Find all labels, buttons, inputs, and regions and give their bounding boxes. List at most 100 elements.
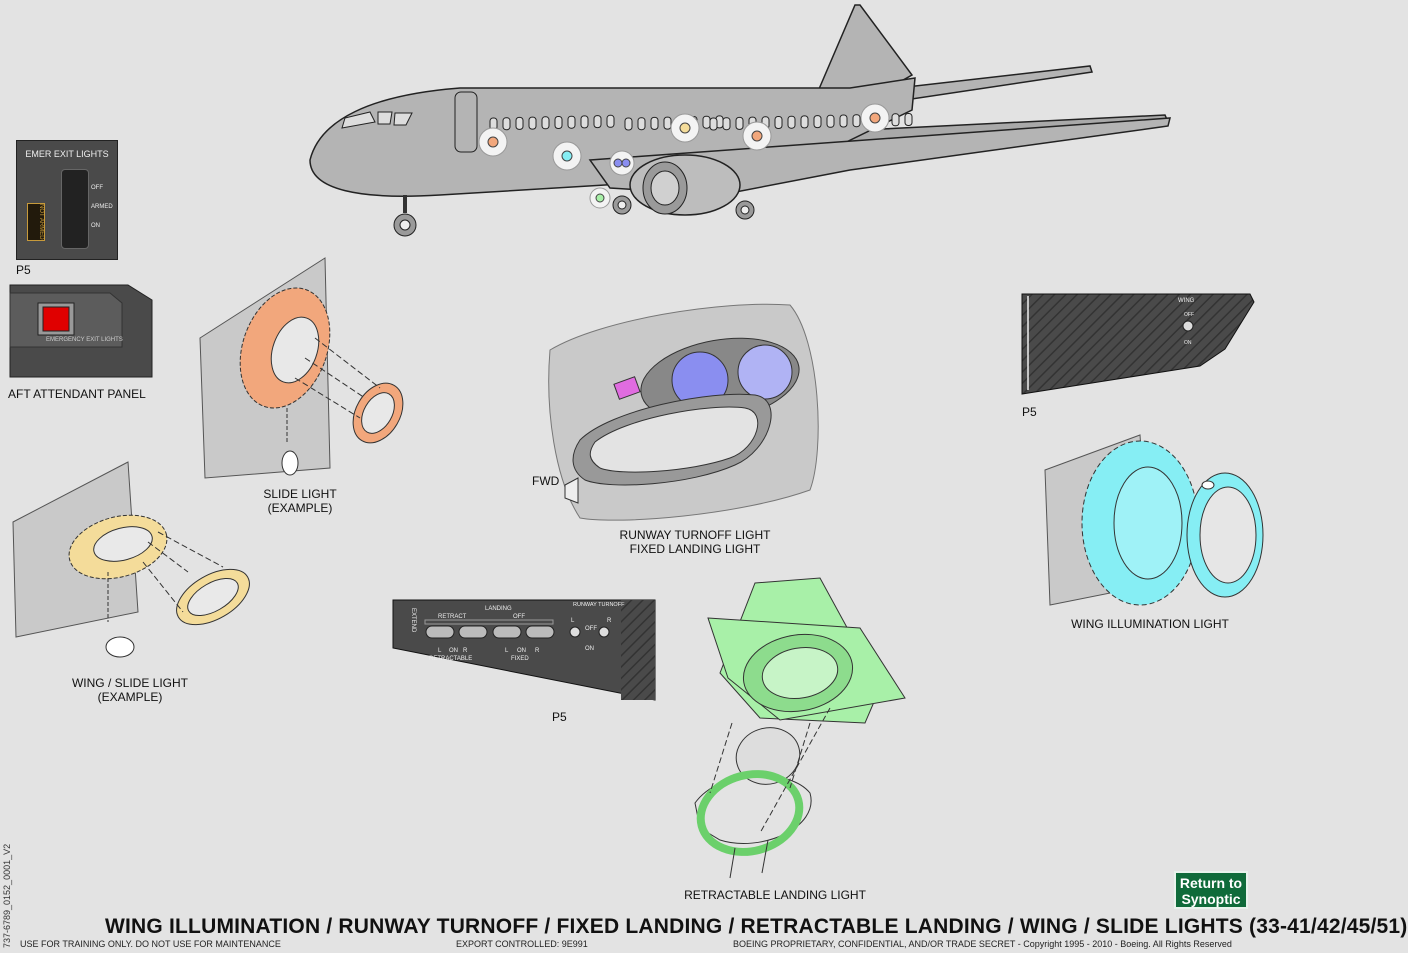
airplane-illustration bbox=[309, 4, 1171, 237]
wing-on-label: ON bbox=[1184, 340, 1192, 346]
aft-attendant-panel-label: AFT ATTENDANT PANEL bbox=[8, 387, 146, 401]
landing-r2-label: R bbox=[535, 648, 540, 654]
aft-attendant-panel: EMERGENCY EXIT LIGHTS bbox=[9, 284, 153, 378]
wing-illumination-marker bbox=[552, 141, 582, 171]
passenger-window bbox=[787, 115, 796, 129]
runway-off-label: OFF bbox=[585, 626, 597, 632]
landing-l2-label: L bbox=[505, 648, 509, 654]
wing-slide-light-title: WING / SLIDE LIGHT bbox=[71, 676, 188, 690]
slide-light-example: (EXAMPLE) bbox=[267, 501, 333, 515]
passenger-window bbox=[567, 115, 576, 129]
wing-slide-light-marker bbox=[478, 127, 508, 157]
passenger-window bbox=[663, 116, 672, 130]
passenger-window bbox=[515, 116, 524, 130]
slide-light-marker bbox=[670, 113, 700, 143]
landing-title-label: LANDING bbox=[485, 606, 512, 612]
passenger-window bbox=[813, 115, 822, 129]
wing-slide-light-example: (EXAMPLE) bbox=[97, 690, 163, 704]
not-armed-annunciator: NOT ARMED bbox=[27, 203, 45, 241]
passenger-window bbox=[891, 113, 900, 127]
runway-turnoff-marker bbox=[609, 150, 635, 176]
retractable-landing-marker bbox=[589, 187, 611, 209]
emer-exit-switch-guard[interactable] bbox=[61, 169, 89, 249]
passenger-window bbox=[722, 117, 731, 131]
proprietary-notice: BOEING PROPRIETARY, CONFIDENTIAL, AND/OR… bbox=[733, 939, 1232, 949]
return-to-synoptic-line2: Synoptic bbox=[1181, 891, 1241, 907]
landing-extend-label: EXTEND bbox=[410, 608, 416, 633]
fixed-landing-light-title: FIXED LANDING LIGHT bbox=[629, 542, 761, 556]
emer-exit-lights-panel: EMER EXIT LIGHTS NOT ARMED OFF ARMED ON bbox=[16, 140, 118, 260]
return-to-synoptic-button[interactable]: Return to Synoptic bbox=[1174, 871, 1248, 909]
landing-runway-switch-panel: EXTEND LANDING RETRACT OFF L ON R RETRAC… bbox=[392, 599, 656, 701]
slide-light-illustration bbox=[199, 257, 404, 479]
emer-off-label: OFF bbox=[91, 185, 103, 191]
fwd-label: FWD bbox=[532, 474, 560, 488]
emer-on-label: ON bbox=[91, 223, 100, 229]
passenger-window bbox=[904, 113, 913, 126]
passenger-window bbox=[735, 116, 744, 130]
passenger-window bbox=[637, 117, 646, 131]
landing-retract-label: RETRACT bbox=[438, 614, 467, 620]
page-title: WING ILLUMINATION / RUNWAY TURNOFF / FIX… bbox=[105, 915, 1408, 938]
runway-turnoff-fixed-landing-illustration bbox=[548, 303, 819, 521]
export-control-notice: EXPORT CONTROLLED: 9E991 bbox=[456, 939, 588, 949]
wing-off-label: OFF bbox=[1184, 312, 1194, 318]
runway-turnoff-panel-label: RUNWAY TURNOFF bbox=[573, 602, 625, 608]
wing-illumination-light-label: WING ILLUMINATION LIGHT bbox=[1071, 617, 1229, 631]
landing-off-label: OFF bbox=[513, 614, 525, 620]
landing-switch-bank[interactable] bbox=[425, 625, 555, 639]
landing-retractable-label: RETRACTABLE bbox=[429, 656, 472, 662]
passenger-window bbox=[580, 115, 589, 129]
wing-panel-title: WING bbox=[1178, 298, 1195, 304]
landing-l1-label: L bbox=[438, 648, 442, 654]
wing-switch-panel: WING OFF ON bbox=[1021, 293, 1255, 395]
passenger-windows bbox=[489, 113, 913, 131]
passenger-window bbox=[839, 114, 848, 128]
passenger-window bbox=[502, 117, 511, 131]
retractable-landing-light-label: RETRACTABLE LANDING LIGHT bbox=[684, 888, 866, 902]
slide-light-title: SLIDE LIGHT bbox=[263, 487, 337, 501]
passenger-window bbox=[528, 116, 537, 130]
passenger-window bbox=[541, 116, 550, 130]
wing-p5-label: P5 bbox=[1022, 405, 1037, 419]
passenger-window bbox=[606, 114, 615, 128]
slide-light-marker-2 bbox=[742, 121, 772, 151]
runway-on-label: ON bbox=[585, 646, 594, 652]
wing-illumination-light-illustration bbox=[1044, 434, 1264, 606]
runway-l-label: L bbox=[571, 618, 575, 624]
retractable-landing-light-illustration bbox=[694, 577, 906, 879]
document-id: 737-6789_0152_0001_V2 bbox=[2, 843, 12, 948]
emer-armed-label: ARMED bbox=[91, 204, 113, 210]
landing-on2-label: ON bbox=[517, 648, 526, 654]
passenger-window bbox=[852, 114, 861, 128]
aft-button-label: EMERGENCY EXIT LIGHTS bbox=[46, 337, 123, 343]
runway-right-toggle[interactable] bbox=[598, 626, 610, 638]
passenger-window bbox=[709, 117, 718, 131]
wing-toggle-switch[interactable] bbox=[1182, 320, 1194, 332]
landing-fixed-label: FIXED bbox=[511, 656, 529, 662]
passenger-window bbox=[624, 117, 633, 131]
wing-slide-light-illustration bbox=[12, 461, 250, 658]
runway-fixed-label: RUNWAY TURNOFF LIGHT FIXED LANDING LIGHT bbox=[600, 528, 790, 556]
passenger-window bbox=[650, 116, 659, 130]
passenger-window bbox=[593, 115, 602, 129]
return-to-synoptic-line1: Return to bbox=[1179, 875, 1243, 891]
passenger-window bbox=[774, 116, 783, 129]
training-disclaimer: USE FOR TRAINING ONLY. DO NOT USE FOR MA… bbox=[20, 939, 281, 949]
slide-light-label: SLIDE LIGHT (EXAMPLE) bbox=[240, 487, 360, 515]
emer-exit-title: EMER EXIT LIGHTS bbox=[25, 149, 109, 159]
wing-slide-light-label: WING / SLIDE LIGHT (EXAMPLE) bbox=[60, 676, 200, 704]
emergency-exit-lights-button bbox=[42, 306, 70, 332]
passenger-window bbox=[800, 115, 809, 129]
runway-r-label: R bbox=[607, 618, 612, 624]
passenger-window bbox=[554, 116, 563, 129]
runway-turnoff-light-title: RUNWAY TURNOFF LIGHT bbox=[619, 528, 771, 542]
emer-p5-label: P5 bbox=[16, 263, 31, 277]
slide-light-marker-3 bbox=[860, 103, 890, 133]
landing-r1-label: R bbox=[463, 648, 468, 654]
landing-p5-label: P5 bbox=[552, 710, 567, 724]
passenger-window bbox=[702, 115, 711, 129]
passenger-window bbox=[826, 114, 835, 128]
landing-on1-label: ON bbox=[449, 648, 458, 654]
runway-left-toggle[interactable] bbox=[569, 626, 581, 638]
